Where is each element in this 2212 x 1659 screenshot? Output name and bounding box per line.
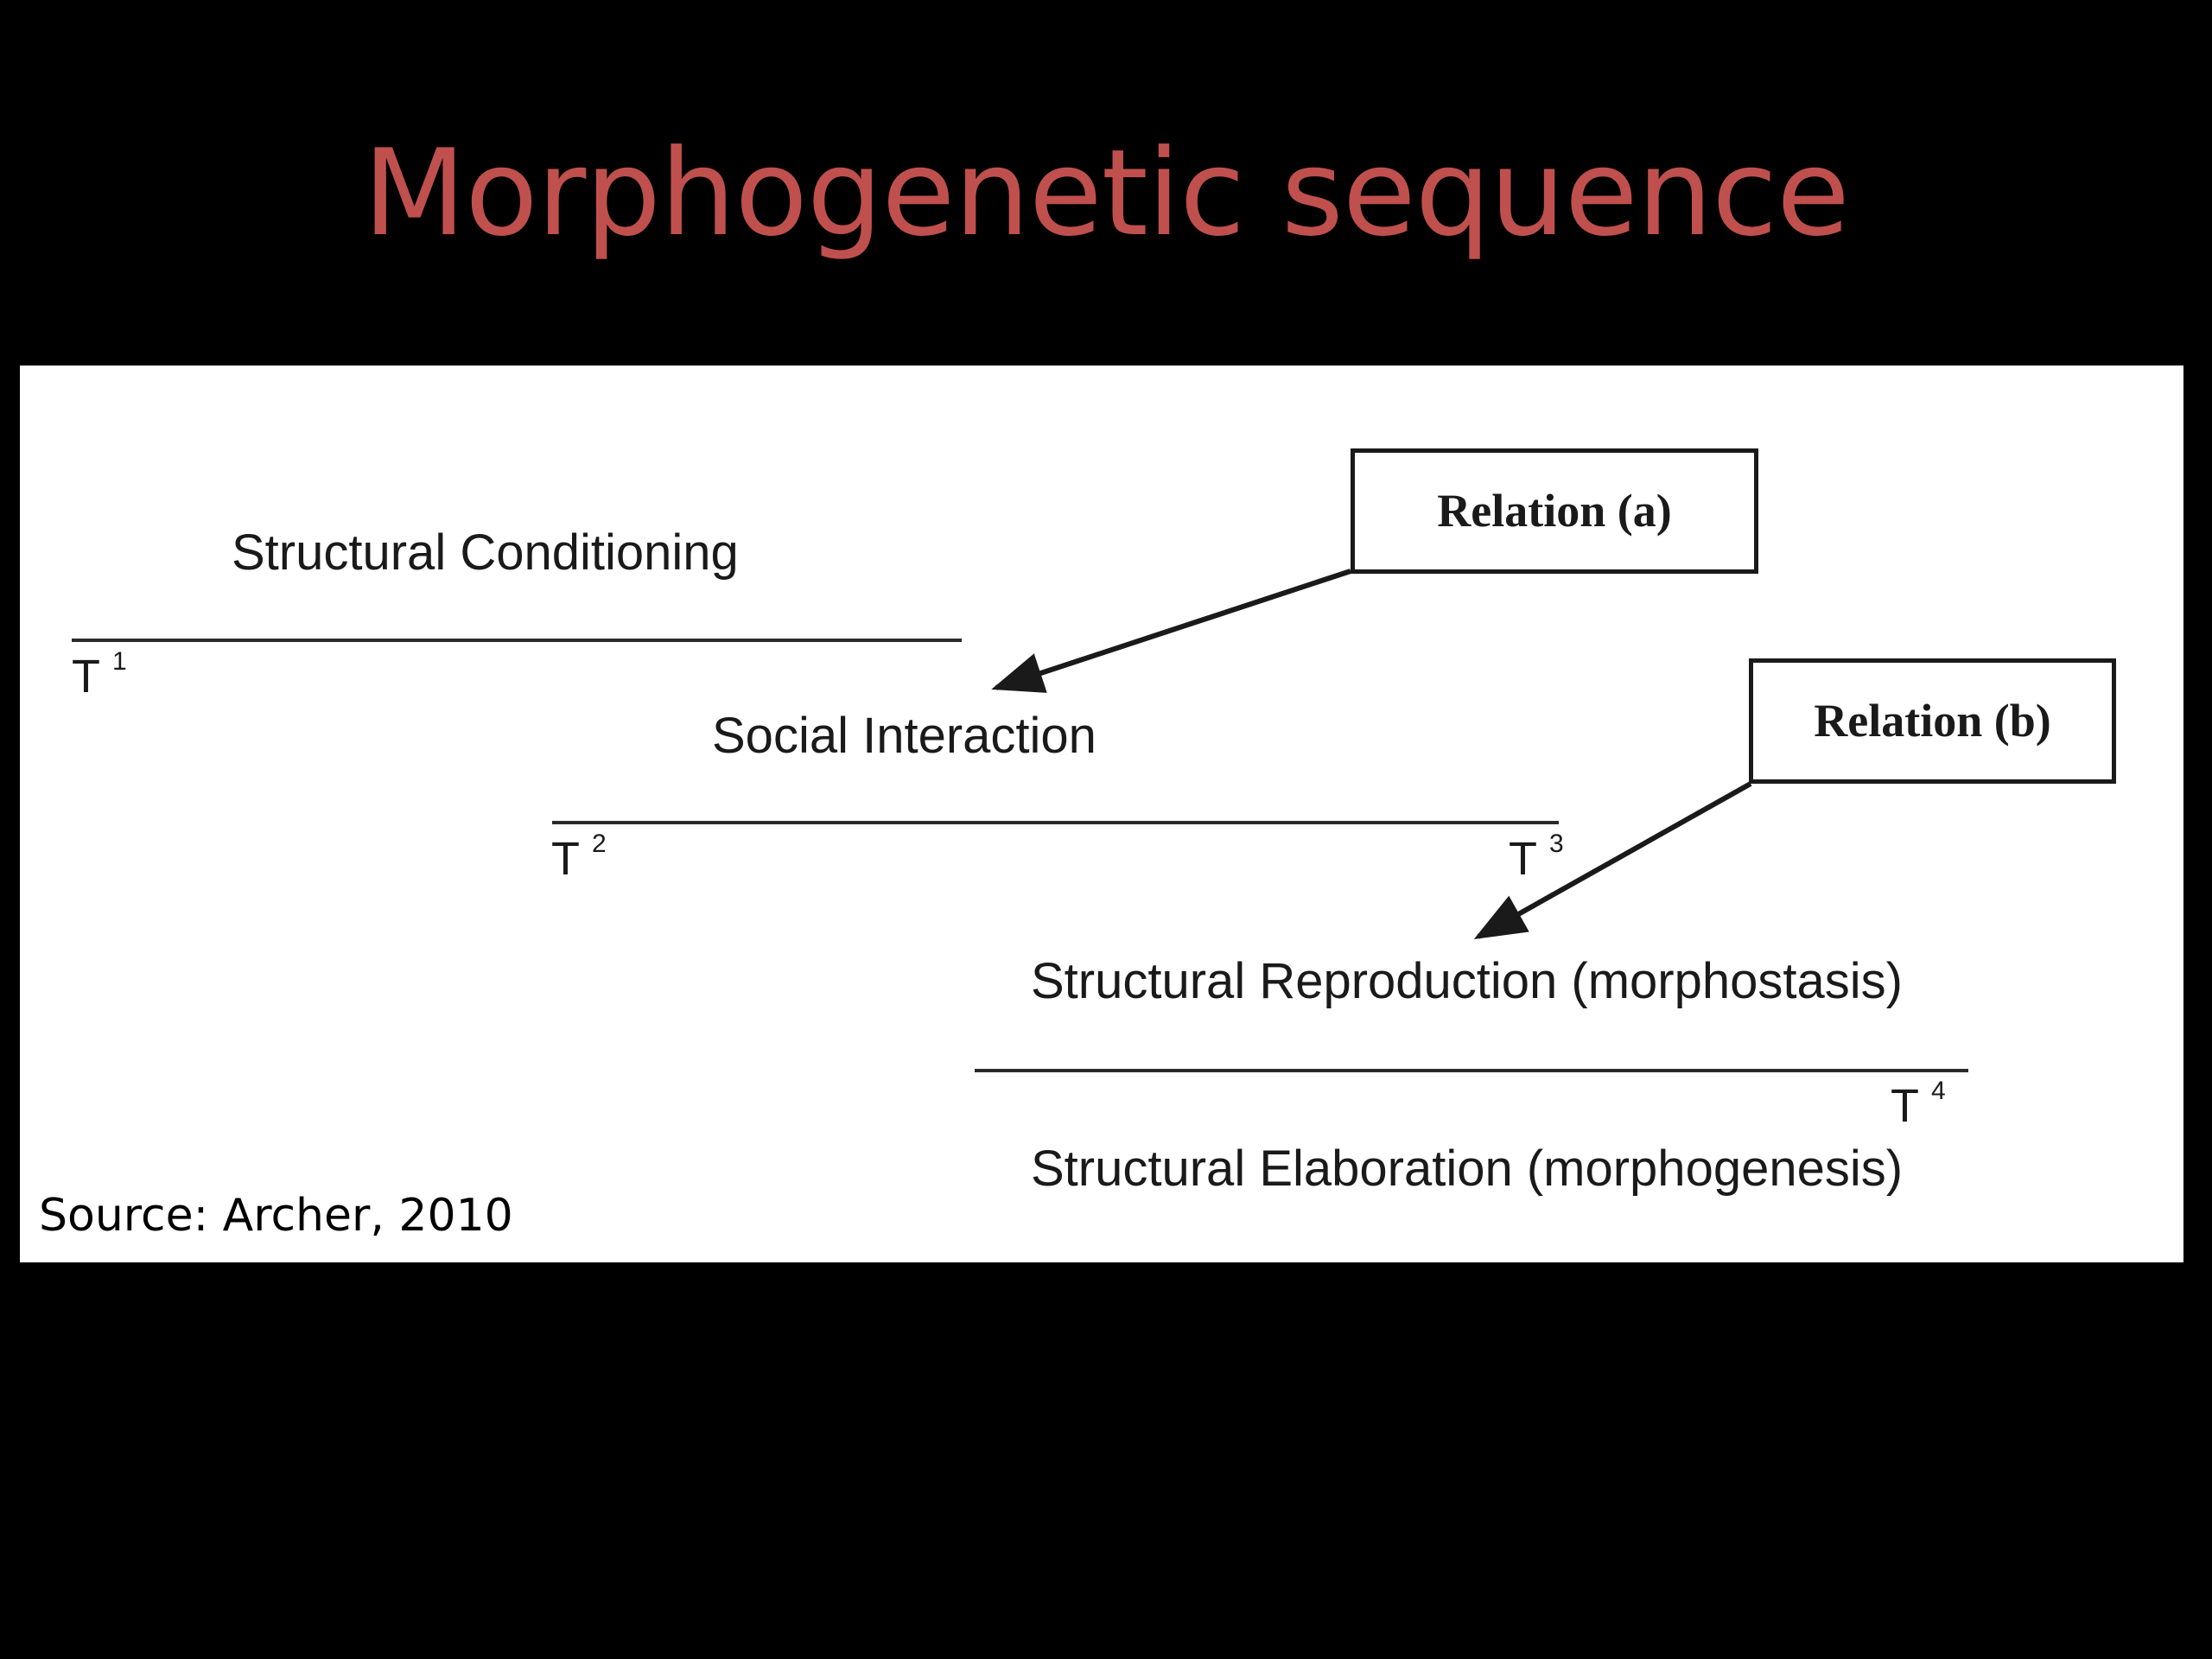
slide-title: Morphogenetic sequence <box>363 124 1850 263</box>
timeline-interaction <box>552 821 1559 824</box>
relation-a-label: Relation (a) <box>1437 485 1672 537</box>
source-citation: Source: Archer, 2010 <box>39 1190 513 1242</box>
diagram-panel: Structural Conditioning Social Interacti… <box>20 365 2183 1262</box>
phase-structural-conditioning: Structural Conditioning <box>232 524 739 581</box>
arrow-relation-b <box>1473 781 1752 939</box>
timeline-conditioning <box>72 639 962 642</box>
phase-social-interaction: Social Interaction <box>712 708 1096 764</box>
relation-arrows <box>991 569 1752 939</box>
timeline-elaboration <box>975 1069 1968 1072</box>
relation-a-box: Relation (a) <box>1351 448 1758 574</box>
relation-b-label: Relation (b) <box>1814 695 2051 747</box>
arrow-relation-a <box>991 569 1351 693</box>
relation-b-box: Relation (b) <box>1749 658 2116 784</box>
phase-structural-elaboration: Structural Elaboration (morphogenesis) <box>1031 1141 1904 1197</box>
phase-structural-reproduction: Structural Reproduction (morphostasis) <box>1031 953 1903 1009</box>
